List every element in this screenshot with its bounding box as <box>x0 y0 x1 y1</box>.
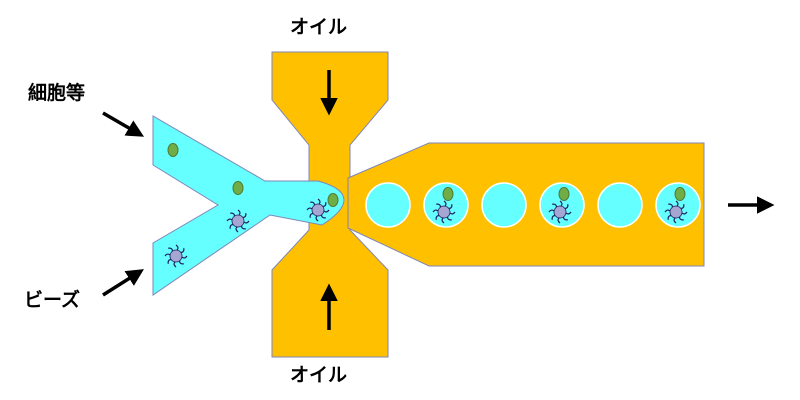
aqueous-inlet-channel <box>152 115 345 296</box>
bead-icon <box>164 244 188 268</box>
bead-icon <box>432 200 456 224</box>
bead-icon <box>548 200 572 224</box>
droplet <box>365 182 411 228</box>
cells-label: 細胞等 <box>28 82 86 104</box>
droplet <box>481 182 527 228</box>
oil-top-label: オイル <box>290 16 348 38</box>
cell-icon <box>674 187 686 201</box>
cell-icon <box>232 181 244 195</box>
cell-icon <box>167 143 179 157</box>
cell-icon <box>558 187 570 201</box>
arrow-icon <box>102 111 145 137</box>
bead-icon <box>306 198 330 222</box>
droplet <box>597 182 643 228</box>
oil-bottom-label: オイル <box>290 364 348 386</box>
cell-icon <box>442 187 454 201</box>
droplet-train <box>365 182 701 228</box>
arrow-icon <box>102 269 144 297</box>
bead-icon <box>664 200 688 224</box>
beads-label: ビーズ <box>24 289 81 311</box>
bead-icon <box>226 209 250 233</box>
cell-icon <box>327 193 339 207</box>
inlet-particles <box>164 143 339 268</box>
